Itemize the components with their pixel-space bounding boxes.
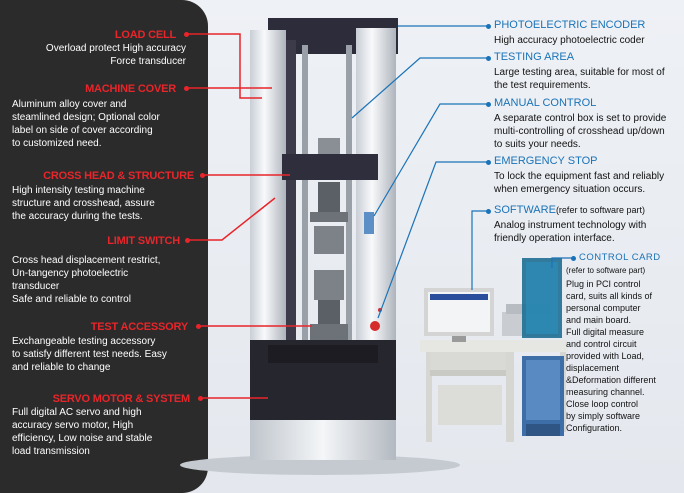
- dot-test-accessory: [196, 324, 201, 329]
- desc-cross-head: High intensity testing machine structure…: [12, 185, 155, 222]
- dot-encoder: [486, 24, 491, 29]
- desc-machine-cover: Aluminum alloy cover and steamlined desi…: [12, 99, 160, 149]
- label-limit-switch: LIMIT SWITCH: [107, 235, 180, 247]
- label-photoelectric-encoder: PHOTOELECTRIC ENCODER: [494, 19, 646, 31]
- dot-limit-switch: [185, 238, 190, 243]
- desc-software: Analog instrument technology with friend…: [494, 220, 647, 244]
- desc-limit-switch: Cross head displacement restrict, Un-tan…: [12, 255, 161, 305]
- dot-emergency-stop: [486, 160, 491, 165]
- crosshead: [282, 154, 378, 180]
- label-cross-head: CROSS HEAD & STRUCTURE: [43, 170, 194, 182]
- emergency-stop-button: [370, 321, 380, 331]
- dot-servo-motor: [198, 396, 203, 401]
- desc-testing-area: Large testing area, suitable for most of…: [494, 67, 665, 91]
- desc-load-cell: Overload protect High accuracy Force tra…: [45, 43, 186, 67]
- label-load-cell: LOAD CELL: [114, 29, 176, 41]
- label-test-accessory: TEST ACCESSORY: [90, 321, 188, 333]
- label-control-card: CONTROL CARD: [579, 252, 661, 263]
- label-testing-area: TESTING AREA: [494, 51, 575, 63]
- dot-manual-control: [486, 102, 491, 107]
- dot-testing-area: [486, 56, 491, 61]
- computer-desk: [420, 340, 568, 352]
- desc-manual-control: A separate control box is set to provide…: [494, 113, 667, 150]
- dot-cross-head: [200, 173, 205, 178]
- dot-load-cell: [184, 32, 189, 37]
- manual-control-box: [364, 212, 374, 234]
- label-software-text: SOFTWARE: [494, 204, 556, 216]
- load-cell: [318, 138, 340, 154]
- dot-machine-cover: [184, 86, 189, 91]
- desc-test-accessory: Exchangeable testing accessory to satisf…: [12, 336, 167, 373]
- label-manual-control: MANUAL CONTROL: [494, 97, 597, 109]
- label-emergency-stop: EMERGENCY STOP: [494, 155, 598, 167]
- desc-control-card: Plug in PCI control card, suits all kind…: [566, 279, 656, 433]
- label-software: SOFTWARE(refer to software part): [494, 204, 645, 216]
- label-servo-motor: SERVO MOTOR & SYSTEM: [52, 393, 191, 405]
- dot-control-card: [571, 256, 576, 261]
- dot-software: [486, 209, 491, 214]
- left-feature-panel: [0, 0, 208, 493]
- desc-emergency-stop: To lock the equipment fast and reliably …: [494, 171, 665, 195]
- desc-photoelectric-encoder: High accuracy photoelectric coder: [494, 35, 645, 46]
- label-machine-cover: MACHINE COVER: [85, 83, 176, 95]
- desc-servo-motor: Full digital AC servo and high accuracy …: [12, 407, 153, 457]
- label-software-note: (refer to software part): [555, 205, 645, 215]
- note-control-card: (refer to software part): [566, 266, 646, 275]
